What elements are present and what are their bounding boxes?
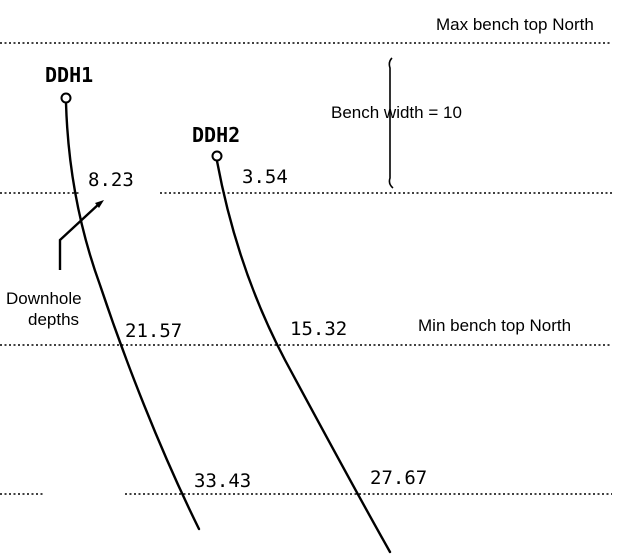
downhole-pointer — [58, 202, 101, 270]
ddh1-trace — [64, 101, 201, 531]
min-bench-label: Min bench top North — [418, 316, 571, 335]
max-bench-label: Max bench top North — [436, 15, 594, 34]
ddh1-collar-icon — [60, 92, 72, 104]
ddh2-trace — [215, 159, 392, 554]
ddh1-depth-1: 8.23 — [88, 169, 134, 191]
ddh2-label: DDH2 — [192, 123, 240, 147]
ddh2-depth-1: 3.54 — [242, 166, 288, 188]
downhole-label-line1: Downhole — [6, 289, 82, 308]
ddh1-depth-3: 33.43 — [194, 470, 251, 492]
downhole-pointer-arrowhead-icon — [95, 200, 104, 208]
ddh1-depth-2: 21.57 — [125, 320, 182, 342]
ddh2-depth-3: 27.67 — [370, 467, 427, 489]
bench-width-label: Bench width = 10 — [331, 103, 462, 122]
ddh2-depth-2: 15.32 — [290, 318, 347, 340]
bench-width-bracket — [388, 57, 394, 189]
ddh2-collar-icon — [211, 150, 223, 162]
downhole-label-line2: depths — [28, 310, 79, 329]
ddh1-label: DDH1 — [45, 63, 93, 87]
